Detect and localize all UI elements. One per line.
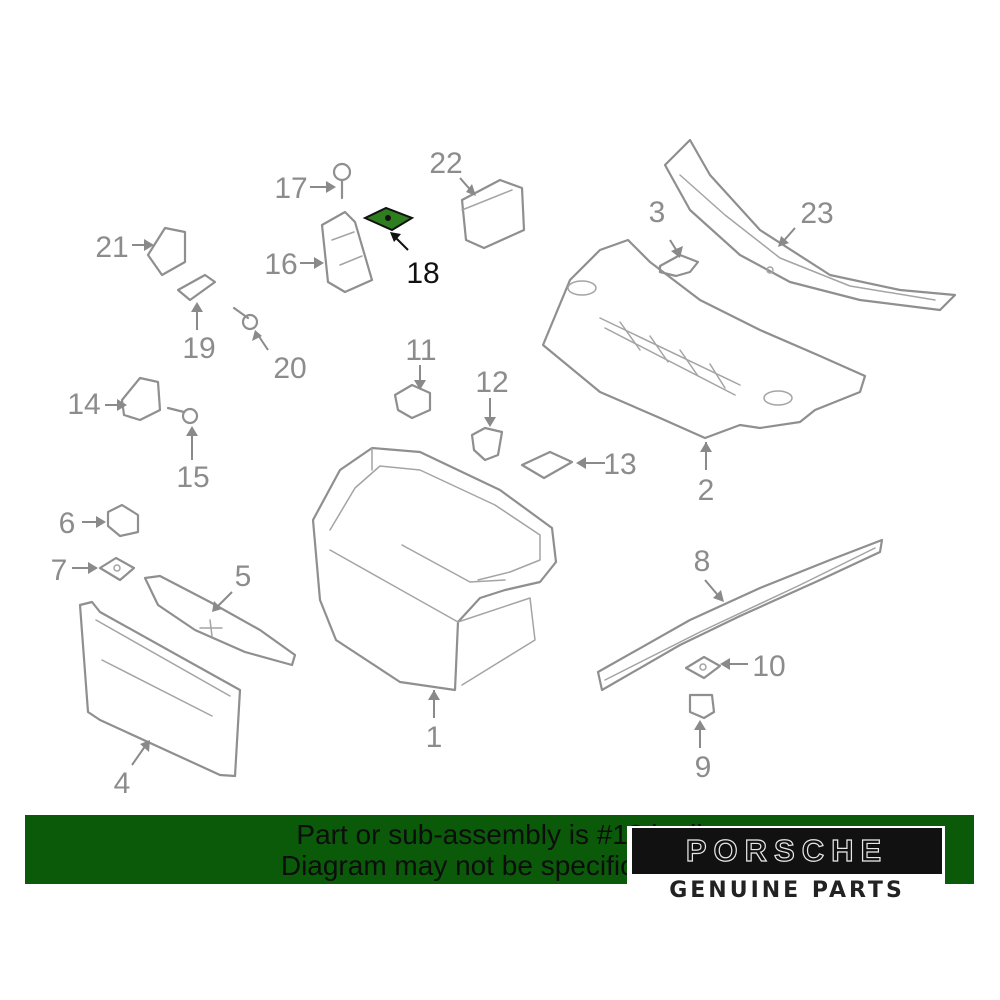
part-2-front-panel[interactable] <box>541 238 867 440</box>
part-4-side-trim-panel[interactable] <box>78 600 242 778</box>
part-22-cover[interactable] <box>460 178 526 250</box>
callout-10[interactable]: 10 <box>752 650 785 683</box>
callout-14[interactable]: 14 <box>67 388 100 421</box>
callout-4[interactable]: 4 <box>114 767 131 800</box>
part-15-screw[interactable] <box>166 406 199 425</box>
part-17-bolt[interactable] <box>332 162 352 200</box>
part-10-nut[interactable] <box>684 655 722 680</box>
callout-9[interactable]: 9 <box>695 751 712 784</box>
callout-1[interactable]: 1 <box>426 721 443 754</box>
part-8-trim-strip[interactable] <box>596 538 884 692</box>
logo-tagline: GENUINE PARTS <box>669 878 905 903</box>
part-18-nut-plate-highlighted[interactable] <box>362 206 415 232</box>
callout-11[interactable]: 11 <box>405 334 436 367</box>
part-19-plate[interactable] <box>176 273 217 302</box>
part-12-bracket[interactable] <box>470 426 504 462</box>
part-13-pad[interactable] <box>520 450 574 480</box>
logo-wordmark: PORSCHE <box>685 832 889 868</box>
part-5-curved-trim[interactable] <box>143 574 297 667</box>
callout-6[interactable]: 6 <box>59 507 76 540</box>
callout-3[interactable]: 3 <box>649 196 666 229</box>
callout-13[interactable]: 13 <box>603 448 636 481</box>
part-20-bolt[interactable] <box>232 306 259 331</box>
part-7-nut-plate[interactable] <box>98 556 136 582</box>
callout-labels: 1 2 3 4 5 6 7 8 9 10 11 12 13 14 15 16 1… <box>51 147 834 800</box>
part-9-clip[interactable] <box>688 693 716 720</box>
part-23-cowl-strip[interactable] <box>663 138 957 312</box>
part-11-clip[interactable] <box>393 383 432 420</box>
part-21-bracket[interactable] <box>146 226 187 277</box>
logo-wordmark-bar: PORSCHE <box>632 828 942 874</box>
callout-22[interactable]: 22 <box>429 147 462 180</box>
arrowheads <box>88 181 789 752</box>
callout-16[interactable]: 16 <box>264 248 297 281</box>
part-16-mount-bracket[interactable] <box>320 210 374 294</box>
callout-7[interactable]: 7 <box>51 554 68 587</box>
callout-17[interactable]: 17 <box>274 172 307 205</box>
callout-5[interactable]: 5 <box>235 560 252 593</box>
callout-8[interactable]: 8 <box>694 545 711 578</box>
callout-23[interactable]: 23 <box>800 197 833 230</box>
callout-12[interactable]: 12 <box>475 366 508 399</box>
porsche-genuine-parts-logo: PORSCHE GENUINE PARTS <box>627 826 945 908</box>
part-6-bracket[interactable] <box>106 503 140 538</box>
callout-20[interactable]: 20 <box>273 352 306 385</box>
callout-18[interactable]: 18 <box>406 257 439 290</box>
part-1-storage-tub[interactable] <box>311 446 558 692</box>
part-14-bracket[interactable] <box>120 376 162 422</box>
part-3-clip[interactable] <box>658 253 700 278</box>
callout-19[interactable]: 19 <box>182 332 215 365</box>
callout-21[interactable]: 21 <box>95 231 128 264</box>
callout-2[interactable]: 2 <box>698 474 715 507</box>
callout-15[interactable]: 15 <box>176 461 209 494</box>
